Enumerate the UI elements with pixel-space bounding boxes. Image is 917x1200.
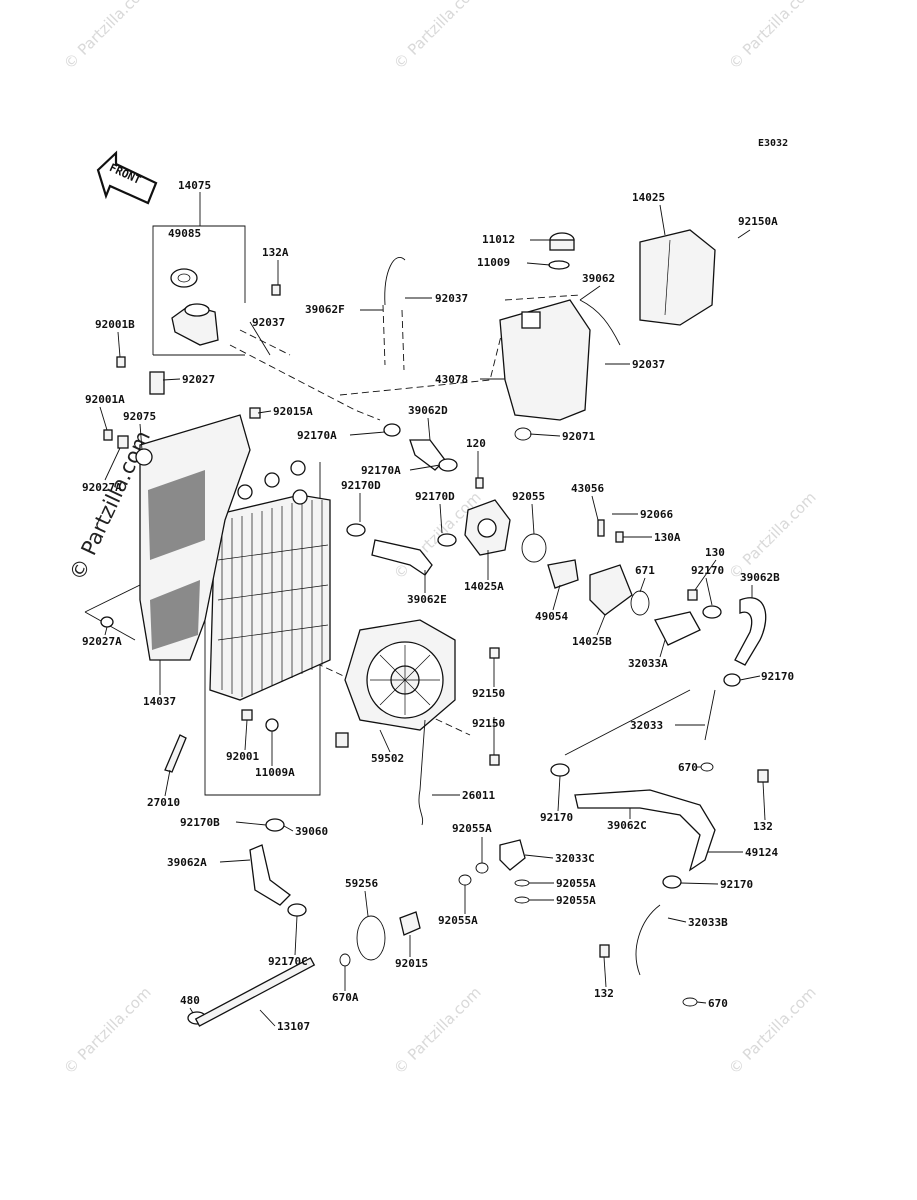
part-label-92170: 92170 [720,878,753,891]
leader-lines [99,192,766,1027]
part-label-130: 130 [705,546,725,559]
part-label-13107: 13107 [277,1020,310,1033]
part-label-92071: 92071 [562,430,595,443]
part-label-92170C: 92170C [268,955,308,968]
part-label-14025: 14025 [632,191,665,204]
part-label-132A: 132A [262,246,289,259]
part-label-43056: 43056 [571,482,604,495]
front-arrow-icon: FRONT [96,150,158,205]
part-label-670A: 670A [332,991,359,1004]
part-label-92027: 92027 [182,373,215,386]
part-label-92150A: 92150A [738,215,778,228]
part-label-92150: 92150 [472,717,505,730]
watermark: © Partzilla.com [725,488,820,583]
part-label-39062A: 39062A [167,856,207,869]
part-label-14075: 14075 [178,179,211,192]
part-label-92055A: 92055A [438,914,478,927]
part-label-480: 480 [180,994,200,1007]
part-label-92055A: 92055A [556,894,596,907]
part-label-39062F: 39062F [305,303,345,316]
part-label-39060: 39060 [295,825,328,838]
part-label-670: 670 [678,761,698,774]
part-label-92170A: 92170A [361,464,401,477]
cooling-fan [335,619,456,748]
part-label-26011: 26011 [462,789,495,802]
part-label-14025B: 14025B [572,635,612,648]
radiator-guard [139,414,251,661]
part-label-132: 132 [594,987,614,1000]
thermostat-housing [464,499,650,616]
part-label-130A: 130A [654,531,681,544]
part-label-39062E: 39062E [407,593,447,606]
reservoir-tank [499,232,591,421]
part-label-92027A: 92027A [82,635,122,648]
part-label-39062: 39062 [582,272,615,285]
part-label-92055A: 92055A [556,877,596,890]
part-label-92055A: 92055A [452,822,492,835]
part-labels: 14075 49085 132A 92001B 92037 39062F 920… [82,179,794,1033]
watermark: © Partzilla.com [60,983,155,1078]
part-label-670: 670 [708,997,728,1010]
part-label-92066: 92066 [640,508,673,521]
part-label-92170D: 92170D [415,490,455,503]
part-label-49124: 49124 [745,846,778,859]
part-label-39062B: 39062B [740,571,780,584]
part-label-27010: 27010 [147,796,180,809]
part-label-92150: 92150 [472,687,505,700]
watermark: © Partzilla.com [390,0,485,73]
part-label-92037: 92037 [632,358,665,371]
part-label-92170D: 92170D [341,479,381,492]
part-label-32033C: 32033C [555,852,595,865]
part-label-92015: 92015 [395,957,428,970]
part-label-92037: 92037 [252,316,285,329]
part-label-59256: 59256 [345,877,378,890]
part-label-92170: 92170 [540,811,573,824]
part-label-32033B: 32033B [688,916,728,929]
part-label-92075: 92075 [123,410,156,423]
part-label-39062C: 39062C [607,819,647,832]
part-label-92037: 92037 [435,292,468,305]
part-label-92170: 92170 [691,564,724,577]
part-label-671: 671 [635,564,655,577]
part-label-49085: 49085 [168,227,201,240]
hoses [249,257,767,976]
part-label-132: 132 [753,820,773,833]
diagram-code: E3032 [758,138,788,149]
watermark: © Partzilla.com [60,0,155,73]
part-label-11009A: 11009A [255,766,295,779]
watermark: © Partzilla.com [390,983,485,1078]
reservoir-cover [639,229,716,326]
small-parts [100,284,769,1027]
watermark: © Partzilla.com [725,0,820,73]
part-label-43078: 43078 [435,373,468,386]
part-label-49054: 49054 [535,610,568,623]
part-label-92170A: 92170A [297,429,337,442]
part-label-92001B: 92001B [95,318,135,331]
part-label-92001A: 92001A [85,393,125,406]
part-label-92170: 92170 [761,670,794,683]
part-label-11009: 11009 [477,256,510,269]
part-label-39062D: 39062D [408,404,448,417]
part-label-120: 120 [466,437,486,450]
part-label-14037: 14037 [143,695,176,708]
radiator-cap [170,268,219,346]
part-label-32033: 32033 [630,719,663,732]
part-label-11012: 11012 [482,233,515,246]
part-label-59502: 59502 [371,752,404,765]
part-label-32033A: 32033A [628,657,668,670]
watermark: © Partzilla.com [725,983,820,1078]
part-label-14025A: 14025A [464,580,504,593]
radiator [209,460,331,701]
part-label-92170B: 92170B [180,816,220,829]
part-label-92027A: 92027A [82,481,122,494]
part-label-92015A: 92015A [273,405,313,418]
part-label-92001: 92001 [226,750,259,763]
part-label-92055: 92055 [512,490,545,503]
